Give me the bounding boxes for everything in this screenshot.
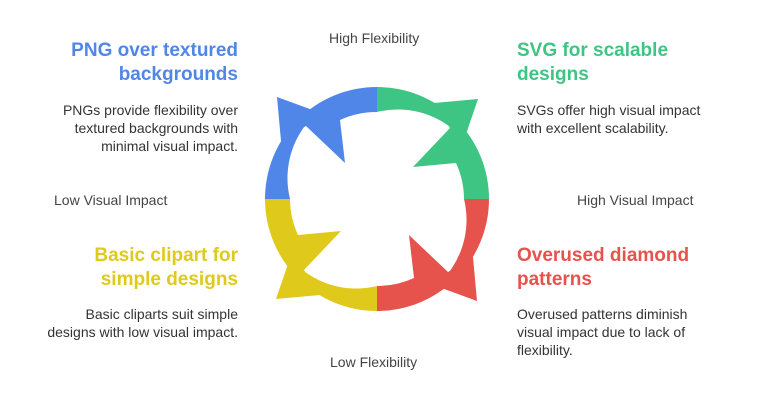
axis-label-bottom: Low Flexibility — [330, 354, 418, 370]
ring-segment-top-left — [265, 87, 377, 199]
quadrant-description-top-left: PNGs provide flexibility over textured b… — [62, 102, 238, 154]
quadrant-title-top-left: PNG over textured backgrounds — [71, 40, 238, 85]
ring-segment-bottom-right — [377, 199, 489, 311]
ring-segment-bottom-left — [265, 199, 377, 311]
quadrant-description-top-right: SVGs offer high visual impact with excel… — [517, 102, 701, 136]
axis-label-right: High Visual Impact — [577, 192, 694, 208]
quadrant-description-bottom-left: Basic cliparts suit simple designs with … — [47, 306, 238, 340]
axis-label-left: Low Visual Impact — [54, 192, 168, 208]
ring-segment-top-right — [377, 87, 489, 199]
axis-label-top: High Flexibility — [329, 30, 420, 46]
quadrant-title-top-right: SVG for scalable designs — [517, 40, 669, 85]
quadrant-title-bottom-left: Basic clipart for simple designs — [94, 245, 238, 290]
quadrant-description-bottom-right: Overused patterns diminish visual impact… — [517, 306, 688, 358]
quadrant-title-bottom-right: Overused diamond patterns — [517, 245, 690, 290]
